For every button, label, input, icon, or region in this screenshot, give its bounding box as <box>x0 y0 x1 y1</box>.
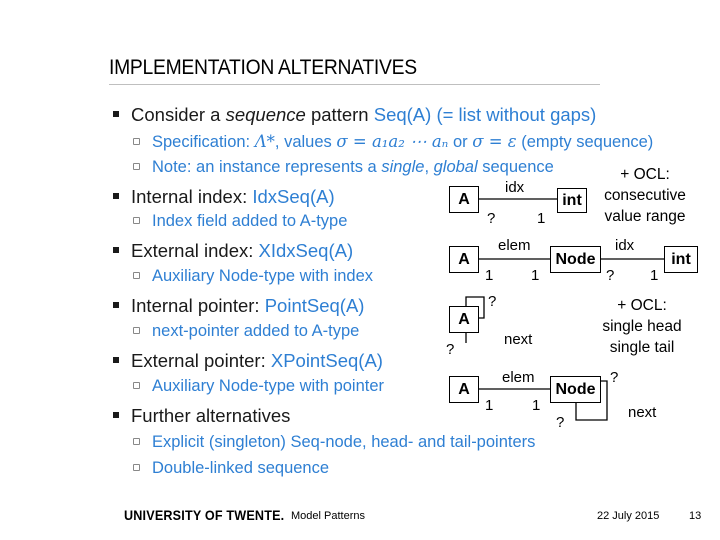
bullet-internal-index: Internal index: IdxSeq(A) <box>113 186 335 208</box>
d3-ocl-note: + OCL: single head single tail <box>602 297 682 356</box>
d4-mult-q-right: ? <box>610 369 619 386</box>
bullet-internal-pointer: Internal pointer: PointSeq(A) <box>113 295 364 317</box>
sub-bullet-marker <box>133 138 140 145</box>
d4-label-next: next <box>628 404 657 421</box>
sub-double-linked: Double-linked sequence <box>133 459 329 478</box>
d1-mult-1: 1 <box>537 210 546 227</box>
bullet-external-pointer: External pointer: XPointSeq(A) <box>113 350 383 372</box>
d1-ocl-note: + OCL: consecutive value range <box>604 166 686 225</box>
sub-bullet-marker <box>133 382 140 389</box>
bullet-external-index: External index: XIdxSeq(A) <box>113 240 353 262</box>
d2-label-idx: idx <box>615 237 635 254</box>
bullet-marker <box>113 412 119 419</box>
sub-aux-node-pointer: Auxiliary Node-type with pointer <box>133 377 384 396</box>
sub-bullet-marker <box>133 272 140 279</box>
d4-class-node: Node <box>550 376 601 403</box>
d3-label-next: next <box>504 331 533 348</box>
d1-class-a: A <box>449 186 479 213</box>
d2-mult-q: ? <box>606 267 615 284</box>
d3-mult-q-top: ? <box>488 293 497 310</box>
sub-specification: Specification: Λ*, values σ = a₁a₂ ⋯ aₙ … <box>133 132 653 152</box>
page-number: 13 <box>689 510 702 522</box>
sub-next-pointer: next-pointer added to A-type <box>133 322 359 341</box>
footer-date: 22 July 2015 <box>597 510 660 522</box>
d3-mult-q-left: ? <box>446 341 455 358</box>
slide-title: IMPLEMENTATION ALTERNATIVES <box>109 56 417 79</box>
d4-mult-q-bottom: ? <box>556 414 565 431</box>
bullet-marker <box>113 111 119 118</box>
sub-bullet-marker <box>133 217 140 224</box>
d3-self-loop <box>465 296 485 319</box>
bullet-marker <box>113 193 119 200</box>
d2-class-node: Node <box>550 246 601 273</box>
d4-mult-1b: 1 <box>532 397 541 414</box>
d2-mult-1c: 1 <box>650 267 659 284</box>
d2-mult-1a: 1 <box>485 267 494 284</box>
sub-bullet-marker <box>133 327 140 334</box>
sub-index-field: Index field added to A-type <box>133 212 347 231</box>
d4-mult-1a: 1 <box>485 397 494 414</box>
sub-bullet-marker <box>133 163 140 170</box>
d1-label-idx: idx <box>505 179 525 196</box>
sub-explicit-seq-node: Explicit (singleton) Seq-node, head- and… <box>133 433 535 452</box>
d1-mult-q: ? <box>487 210 496 227</box>
bullet-marker <box>113 357 119 364</box>
title-divider <box>109 84 600 85</box>
sub-bullet-marker <box>133 438 140 445</box>
d4-node-self-loop <box>575 380 608 421</box>
footer-course: Model Patterns <box>291 510 365 522</box>
bullet-further-alternatives: Further alternatives <box>113 405 290 427</box>
d4-class-a: A <box>449 376 479 403</box>
sub-aux-node-index: Auxiliary Node-type with index <box>133 267 373 286</box>
bullet-marker <box>113 247 119 254</box>
d2-class-int: int <box>664 246 698 273</box>
sub-bullet-marker <box>133 464 140 471</box>
sub-note: Note: an instance represents a single, g… <box>133 158 554 177</box>
university-logo: UNIVERSITY OF TWENTE. <box>124 507 285 523</box>
d3-class-a: A <box>449 306 479 333</box>
d4-label-elem: elem <box>502 369 535 386</box>
d2-label-elem: elem <box>498 237 531 254</box>
d2-mult-1b: 1 <box>531 267 540 284</box>
bullet-consider-sequence: Consider a sequence pattern Seq(A) (= li… <box>113 104 596 126</box>
d1-class-int: int <box>557 188 587 213</box>
d2-class-a: A <box>449 246 479 273</box>
bullet-marker <box>113 302 119 309</box>
